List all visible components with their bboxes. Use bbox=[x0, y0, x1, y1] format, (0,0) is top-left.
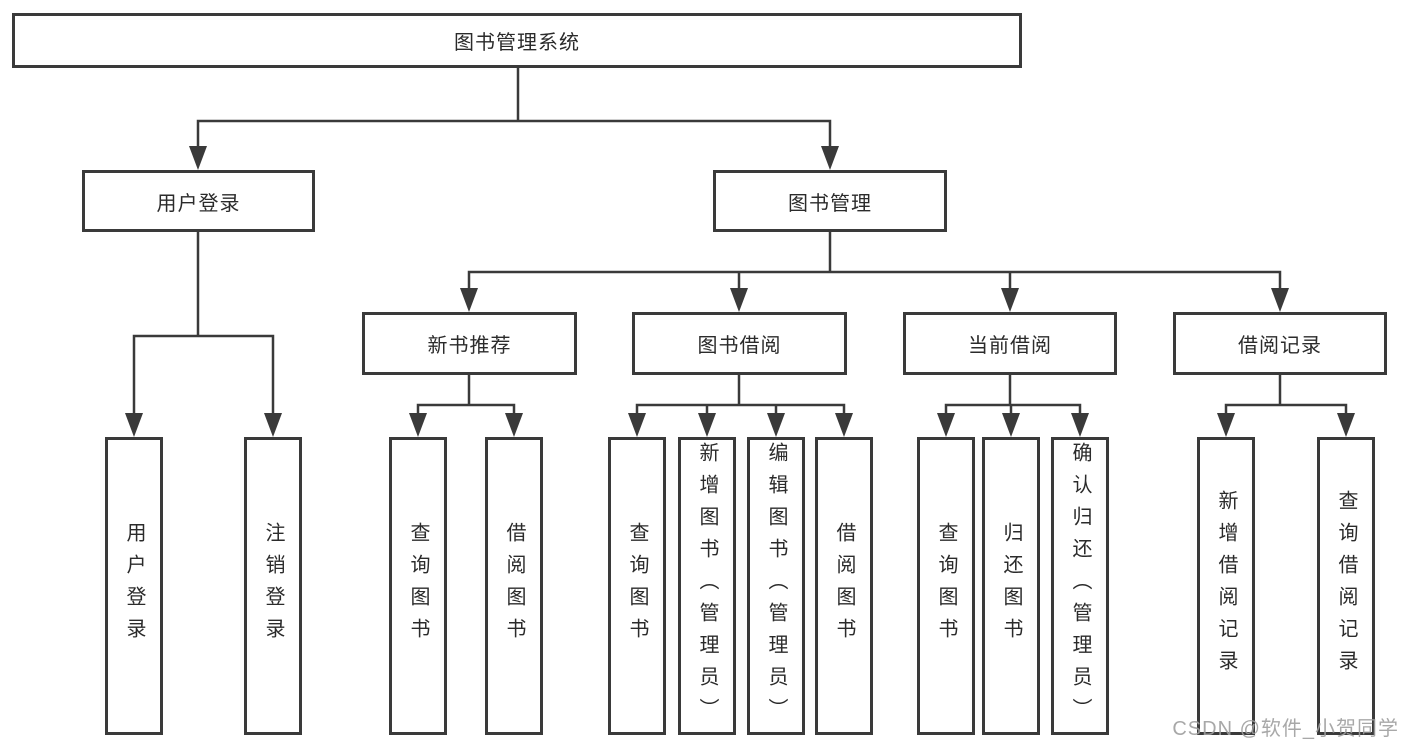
leaf-borrow-book-newbook: 借阅图书 bbox=[485, 437, 543, 735]
arrowhead-new-book-rec bbox=[460, 288, 478, 312]
arrowhead-return-book bbox=[1002, 413, 1020, 437]
connector-bookmgmt-branch bbox=[467, 270, 1282, 288]
leaf-edit-book-admin-label: 编辑图书（管理员） bbox=[765, 442, 787, 730]
arrowhead-query-book-1 bbox=[409, 413, 427, 437]
node-book-borrow-label: 图书借阅 bbox=[697, 335, 782, 357]
leaf-edit-book-admin: 编辑图书（管理员） bbox=[747, 437, 805, 735]
arrowhead-confirm-return bbox=[1071, 413, 1089, 437]
leaf-query-book-current-label: 查询图书 bbox=[935, 522, 957, 650]
leaf-query-book-current: 查询图书 bbox=[917, 437, 975, 735]
node-borrow-records: 借阅记录 bbox=[1173, 312, 1387, 375]
leaf-add-book-admin: 新增图书（管理员） bbox=[678, 437, 736, 735]
leaf-query-book-newbook: 查询图书 bbox=[389, 437, 447, 735]
arrowhead-edit-book bbox=[767, 413, 785, 437]
leaf-query-book-borrow-label: 查询图书 bbox=[626, 522, 648, 650]
node-borrow-records-label: 借阅记录 bbox=[1238, 335, 1322, 357]
connector-records-branch bbox=[1224, 403, 1348, 413]
leaf-add-borrow-record: 新增借阅记录 bbox=[1197, 437, 1255, 735]
arrowhead-query-record bbox=[1337, 413, 1355, 437]
leaf-user-login-label: 用户登录 bbox=[123, 522, 145, 650]
connector-userlogin-branch bbox=[132, 334, 275, 413]
leaf-return-book-label: 归还图书 bbox=[1000, 522, 1022, 650]
arrowhead-query-book-2 bbox=[628, 413, 646, 437]
node-book-management-label: 图书管理 bbox=[788, 192, 872, 215]
connector-newbook-branch bbox=[416, 403, 516, 413]
arrowhead-query-book-3 bbox=[937, 413, 955, 437]
node-current-borrow: 当前借阅 bbox=[903, 312, 1117, 375]
leaf-user-login: 用户登录 bbox=[105, 437, 163, 735]
leaf-add-book-admin-label: 新增图书（管理员） bbox=[696, 442, 718, 730]
leaf-confirm-return-admin: 确认归还（管理员） bbox=[1051, 437, 1109, 735]
leaf-borrow-book-newbook-label: 借阅图书 bbox=[503, 522, 525, 650]
leaf-query-borrow-record-label: 查询借阅记录 bbox=[1335, 490, 1357, 682]
arrowhead-user-login-group bbox=[189, 146, 207, 170]
node-book-borrow: 图书借阅 bbox=[632, 312, 847, 375]
leaf-query-book-newbook-label: 查询图书 bbox=[407, 522, 429, 650]
arrowhead-borrow-book-1 bbox=[505, 413, 523, 437]
arrowhead-book-mgmt bbox=[821, 146, 839, 170]
connector-current-branch bbox=[944, 403, 1082, 413]
leaf-add-borrow-record-label: 新增借阅记录 bbox=[1215, 490, 1237, 682]
leaf-borrow-book-borrow-label: 借阅图书 bbox=[833, 522, 855, 650]
node-current-borrow-label: 当前借阅 bbox=[968, 335, 1052, 357]
leaf-query-borrow-record: 查询借阅记录 bbox=[1317, 437, 1375, 735]
node-new-book-recommend: 新书推荐 bbox=[362, 312, 577, 375]
leaf-return-book: 归还图书 bbox=[982, 437, 1040, 735]
arrowhead-borrow-book-2 bbox=[835, 413, 853, 437]
node-root-system: 图书管理系统 bbox=[12, 13, 1022, 68]
leaf-confirm-return-admin-label: 确认归还（管理员） bbox=[1069, 442, 1091, 730]
connector-borrow-branch bbox=[635, 403, 846, 413]
arrowhead-book-borrow bbox=[730, 288, 748, 312]
node-new-book-recommend-label: 新书推荐 bbox=[427, 335, 512, 357]
arrowhead-add-book bbox=[698, 413, 716, 437]
arrowhead-current-borrow bbox=[1001, 288, 1019, 312]
arrowhead-leaf-logout bbox=[264, 413, 282, 437]
node-book-management: 图书管理 bbox=[713, 170, 947, 232]
arrowhead-borrow-records bbox=[1271, 288, 1289, 312]
csdn-watermark: CSDN @软件_小贺同学 bbox=[1172, 718, 1399, 740]
node-user-login-group: 用户登录 bbox=[82, 170, 315, 232]
connector-root-branch bbox=[196, 119, 832, 146]
node-root-system-label: 图书管理系统 bbox=[454, 32, 580, 54]
leaf-query-book-borrow: 查询图书 bbox=[608, 437, 666, 735]
leaf-logout-login-label: 注销登录 bbox=[262, 522, 284, 650]
arrowhead-add-record bbox=[1217, 413, 1235, 437]
leaf-borrow-book-borrow: 借阅图书 bbox=[815, 437, 873, 735]
arrowhead-leaf-user-login bbox=[125, 413, 143, 437]
leaf-logout-login: 注销登录 bbox=[244, 437, 302, 735]
node-user-login-group-label: 用户登录 bbox=[156, 192, 241, 215]
